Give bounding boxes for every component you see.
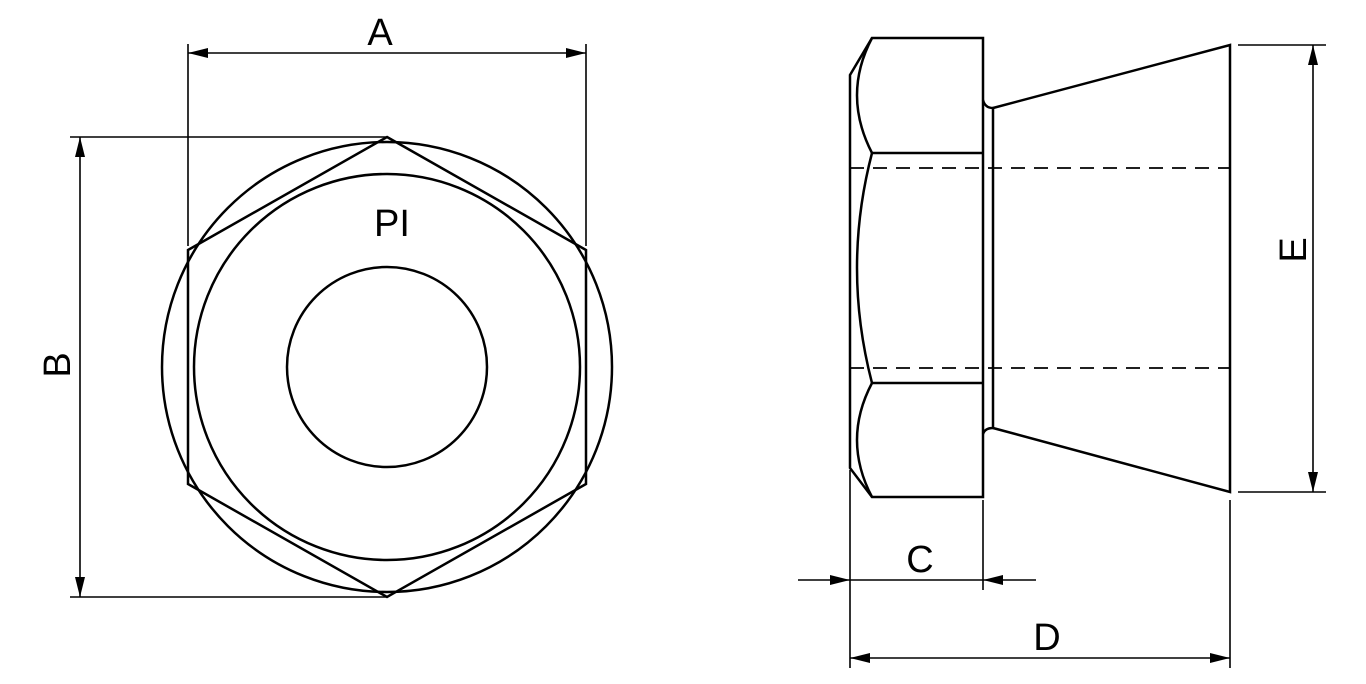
neck [981,99,995,435]
side-view: E C D [798,36,1326,668]
dim-c-label: C [906,539,933,581]
cone-outline [992,43,1232,494]
bore-hole [285,265,489,469]
front-view: PI A B [37,12,614,599]
dim-b-label: B [37,352,79,377]
dim-d-label: D [1033,617,1060,659]
inner-circle [192,172,582,562]
flange-outer-circle [160,140,614,594]
dim-a-label: A [367,12,393,54]
pi-label: PI [374,203,410,245]
hex-body-outline [848,36,985,499]
hex-middle-arc [855,152,874,384]
hex-lower-arc [855,382,874,498]
dim-e-label: E [1273,237,1315,262]
hex-upper-arc [855,37,874,154]
